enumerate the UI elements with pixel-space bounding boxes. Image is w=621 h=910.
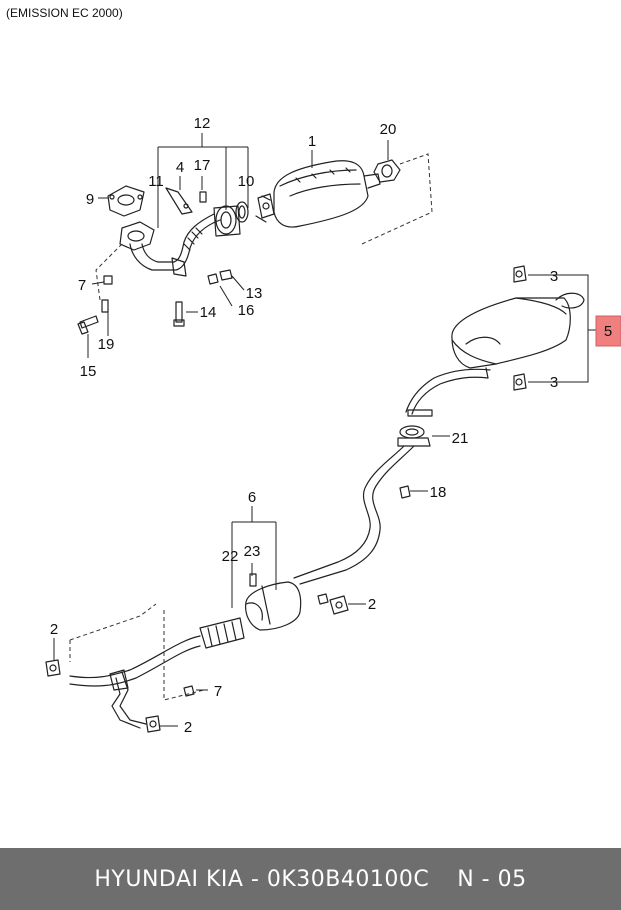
diagram-title: (EMISSION EC 2000) <box>6 6 123 20</box>
callout-18: 18 <box>430 484 447 501</box>
callout-labels: 12 1 20 4 17 11 10 9 7 13 14 16 19 15 3 … <box>50 115 612 736</box>
hanger-rubber <box>513 265 527 391</box>
callout-12: 12 <box>194 115 211 132</box>
fasteners <box>77 191 233 335</box>
callout-20: 20 <box>380 121 397 138</box>
callout-15: 15 <box>80 363 97 380</box>
callout-3-bottom: 3 <box>550 374 558 391</box>
center-pipe-part <box>69 368 491 729</box>
callout-4: 4 <box>176 159 184 176</box>
callout-21: 21 <box>452 430 469 447</box>
part-number-text: HYUNDAI KIA - 0K30B40100C <box>94 866 430 892</box>
bracket-part <box>165 187 193 215</box>
highlighted-part-box <box>595 315 621 347</box>
callout-2-left: 2 <box>50 621 58 638</box>
callout-3-top: 3 <box>550 268 558 285</box>
callout-14: 14 <box>200 304 217 321</box>
gasket-10 <box>235 201 249 223</box>
callout-7-bottom: 7 <box>214 683 222 700</box>
callout-5: 5 <box>604 323 612 340</box>
footer-bar: HYUNDAI KIA - 0K30B40100C N - 05 <box>0 848 621 910</box>
callout-19: 19 <box>98 336 115 353</box>
callout-2-middle: 2 <box>368 596 376 613</box>
rear-muffler-part <box>451 292 585 379</box>
exhaust-system-diagram: 12 1 20 4 17 11 10 9 7 13 14 16 19 15 3 … <box>45 115 621 736</box>
callout-2-bottom: 2 <box>184 719 192 736</box>
callout-11: 11 <box>148 173 164 190</box>
callout-6: 6 <box>248 489 256 506</box>
gasket-20 <box>373 159 401 183</box>
callout-10: 10 <box>238 173 255 190</box>
callout-23: 23 <box>244 543 261 560</box>
fasteners <box>183 485 411 697</box>
catalytic-converter-part <box>255 160 381 228</box>
dashed-guides <box>69 153 433 701</box>
callout-13: 13 <box>246 285 263 302</box>
callout-1: 1 <box>308 133 316 150</box>
page-reference: N - 05 <box>457 866 527 892</box>
callout-22: 22 <box>222 548 239 565</box>
leader-lines <box>53 133 596 727</box>
front-pipe-part <box>107 185 241 277</box>
callout-9: 9 <box>86 191 94 208</box>
callout-16: 16 <box>238 302 255 319</box>
callout-7-top: 7 <box>78 277 86 294</box>
callout-17: 17 <box>194 157 211 174</box>
hanger-rubber <box>45 595 349 733</box>
